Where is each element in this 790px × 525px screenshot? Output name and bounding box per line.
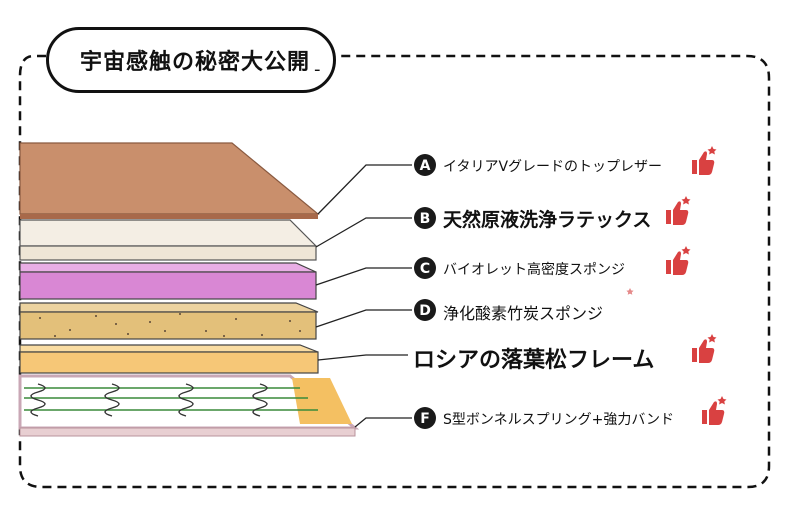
wood-frame-layer (19, 344, 319, 374)
layer-f-label: S型ボンネルスプリング+強力バンド (443, 412, 675, 428)
title-pill (46, 27, 336, 93)
thumbs-up-icon (692, 334, 717, 363)
sparkle-icon (626, 288, 634, 295)
thumbs-up-icon (666, 246, 691, 275)
title-dash: - (314, 59, 321, 80)
badge-f-letter: F (420, 411, 430, 427)
thumbs-up-icon (702, 396, 727, 425)
badge-f (414, 407, 436, 429)
leather-layer (19, 142, 320, 219)
layer-b-label: 天然原液洗浄ラテックス (443, 209, 652, 231)
badge-b (414, 207, 436, 229)
bamboo-sponge-layer (19, 302, 319, 340)
badge-a-letter: A (420, 158, 431, 174)
layer-a-label: イタリアVグレードのトップレザー (443, 159, 663, 175)
thumbs-up-icon (692, 146, 717, 175)
layer-e-label: ロシアの落葉松フレーム (413, 348, 655, 373)
dashed-frame (18, 54, 771, 489)
badge-c-letter: C (420, 261, 430, 277)
badge-a (414, 154, 436, 176)
layer-c-label: バイオレット高密度スポンジ (443, 262, 625, 278)
layer-d-label: 浄化酸素竹炭スポンジ (443, 304, 604, 323)
latex-layer (19, 219, 318, 261)
thumbs-up-icon (666, 196, 691, 225)
badge-b-letter: B (420, 211, 431, 227)
leader-lines (315, 164, 412, 428)
purple-sponge-layer (19, 262, 317, 300)
badge-d (414, 299, 436, 321)
badge-d-letter: D (419, 303, 431, 319)
page-title: 宇宙感触の秘密大公開 (80, 50, 311, 75)
spring-layer (18, 374, 360, 437)
badge-c (414, 257, 436, 279)
